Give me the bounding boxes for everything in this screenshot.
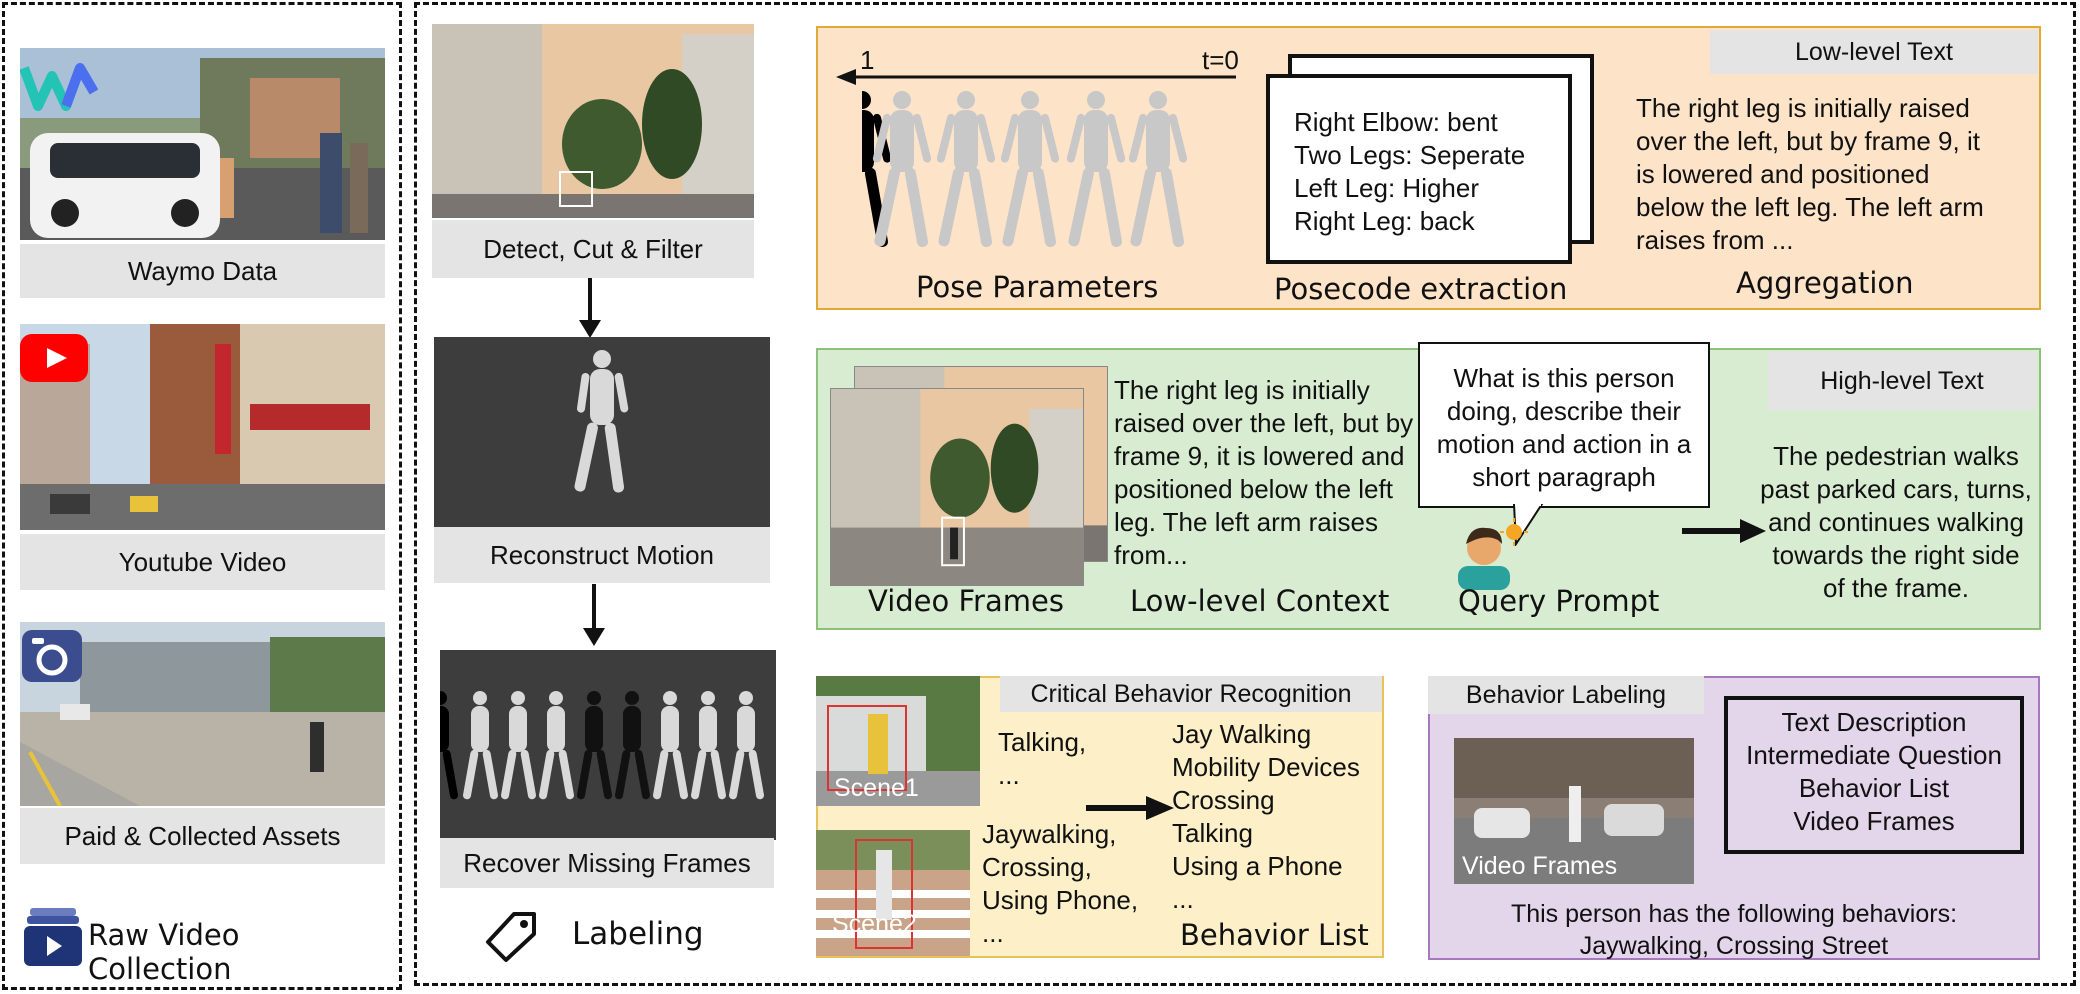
reconstruct-label: Reconstruct Motion: [434, 527, 770, 583]
scene2-items: Jaywalking, Crossing, Using Phone, ...: [982, 818, 1152, 950]
behavior-list-item: Crossing: [1172, 785, 1275, 815]
waymo-label: Waymo Data: [20, 244, 385, 298]
labeling-title: Labeling: [572, 916, 704, 952]
recover-frames-render: [440, 650, 776, 840]
behavior-arrow: [1084, 794, 1176, 822]
reconstruct-render: [434, 337, 770, 527]
pose-sequence-render: [832, 88, 1188, 258]
person-thinking-icon: [1452, 518, 1528, 590]
query-prompt-caption: Query Prompt: [1458, 584, 1660, 618]
posecode-line: Left Leg: Higher: [1294, 173, 1480, 203]
pose-parameters-caption: Pose Parameters: [916, 270, 1159, 304]
labeling-result-line1: This person has the following behaviors:: [1510, 900, 1958, 928]
timeline-start-label: 1: [860, 45, 875, 75]
labeling-input-box: [1724, 696, 2024, 854]
labeling-input-item: Behavior List: [1798, 773, 1950, 803]
youtube-logo-icon: [20, 334, 88, 382]
assets-label: Paid & Collected Assets: [20, 808, 385, 864]
scene1-photo: [816, 676, 980, 806]
lowlevel-text: The right leg is initially raised over t…: [1636, 93, 1984, 255]
behavior-labeling-tag: Behavior Labeling: [1428, 676, 1704, 714]
scene2-label: Scene2: [832, 910, 917, 938]
behavior-list: Jay Walking Mobility Devices Crossing Ta…: [1172, 718, 1382, 916]
labeling-pipeline-box: [414, 2, 2076, 986]
behavior-list-item: Mobility Devices: [1172, 752, 1360, 782]
behavior-list-caption: Behavior List: [1180, 918, 1369, 952]
scene1-item: Talking,: [998, 727, 1087, 757]
behavior-list-item: Using a Phone: [1172, 851, 1343, 881]
waymo-logo-icon: [19, 62, 99, 112]
tag-icon: [484, 910, 538, 964]
labeling-frames-label: Video Frames: [1462, 852, 1618, 880]
waymo-photo: [20, 48, 385, 240]
behavior-list-item: Jay Walking: [1172, 719, 1312, 749]
query-text: What is this person doing, describe thei…: [1436, 363, 1692, 492]
highlevel-tag: High-level Text: [1768, 352, 2036, 410]
scene2-item: Crossing,: [982, 852, 1092, 882]
critical-behavior-tag: Critical Behavior Recognition: [1000, 676, 1382, 712]
lowlevel-context-caption: Low-level Context: [1130, 584, 1390, 618]
labeling-input-item: Intermediate Question: [1746, 740, 2002, 770]
labeling-input-item: Video Frames: [1793, 806, 1955, 836]
scene1-label: Scene1: [834, 774, 919, 802]
youtube-label: Youtube Video: [20, 534, 385, 590]
highlevel-output-text: The pedestrian walks past parked cars, t…: [1760, 441, 2032, 603]
labeling-result-line2: Jaywalking, Crossing Street: [1579, 932, 1889, 960]
arrow-down-1: [575, 276, 605, 340]
scene1-item: ...: [998, 760, 1020, 790]
posecode-line: Right Leg: back: [1294, 206, 1475, 236]
posecode-extraction-caption: Posecode extraction: [1274, 272, 1568, 306]
raw-video-collection-box: [2, 2, 402, 990]
behavior-list-item: Talking: [1172, 818, 1253, 848]
scene2-item: Using Phone,: [982, 885, 1139, 915]
lowlevel-context-text: The right leg is initially raised over t…: [1114, 375, 1414, 570]
right-arrow: [1680, 516, 1768, 546]
video-frames-caption: Video Frames: [868, 584, 1064, 618]
scene2-photo: [816, 830, 970, 956]
labeling-input-item: Text Description: [1781, 707, 1967, 737]
camera-icon: [22, 630, 82, 682]
posecode-line: Right Elbow: bent: [1294, 107, 1498, 137]
scene2-item: ...: [982, 918, 1004, 948]
video-frame-front: [830, 388, 1084, 586]
detect-photo: [432, 24, 754, 218]
timeline-end-label: t=0: [1202, 45, 1239, 75]
recover-frames-label: Recover Missing Frames: [440, 838, 774, 888]
scene1-items: Talking, ...: [998, 726, 1118, 792]
assets-photo: [20, 622, 385, 806]
youtube-photo: [20, 324, 385, 530]
labeling-input-list: Text Description Intermediate Question B…: [1728, 706, 2020, 838]
lowlevel-tag: Low-level Text: [1710, 30, 2038, 74]
posecode-line: Two Legs: Seperate: [1294, 140, 1526, 170]
arrow-down-2: [579, 582, 609, 648]
timeline-arrow: [834, 66, 1238, 88]
scene2-item: Jaywalking,: [982, 819, 1117, 849]
aggregation-caption: Aggregation: [1736, 266, 1914, 300]
labeling-video-frame: [1454, 738, 1694, 884]
detect-label: Detect, Cut & Filter: [432, 220, 754, 278]
video-stack-icon: [24, 906, 82, 966]
behavior-list-item: ...: [1172, 884, 1194, 914]
raw-video-collection-title: Raw Video Collection: [88, 918, 240, 986]
query-bubble-box: [1418, 342, 1710, 508]
posecode-card: Right Elbow: bent Two Legs: Seperate Lef…: [1266, 74, 1572, 264]
